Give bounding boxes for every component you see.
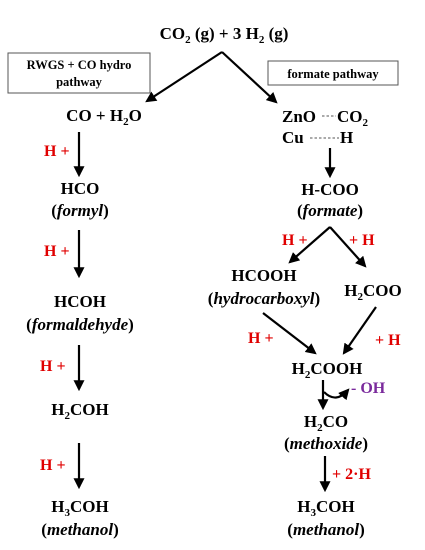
rwgs-pathway-box: RWGS + CO hydro pathway xyxy=(7,52,151,94)
reactants-label: CO2 (g) + 3 H2 (g) xyxy=(160,24,289,46)
left-methanol-name: (methanol) xyxy=(41,520,118,539)
rwgs-pathway-label-line2: pathway xyxy=(56,75,103,89)
methoxide-name: (methoxide) xyxy=(284,434,368,453)
split-arrow-right xyxy=(221,51,278,104)
final-reagent: + 2·H xyxy=(332,466,371,483)
h2cooh-label: H2COOH xyxy=(292,359,363,381)
branch-left-reagent: H + xyxy=(282,232,308,249)
hydrocarboxyl-formula: HCOOH xyxy=(231,266,296,285)
right-methanol-name: (methanol) xyxy=(287,520,364,539)
formate-pathway-box: formate pathway xyxy=(267,60,399,86)
right-methanol-formula: H3COH xyxy=(297,497,354,519)
formate-name: (formate) xyxy=(297,201,363,220)
oh-elimination-curved-arrow xyxy=(323,388,350,401)
formaldehyde-formula: HCOH xyxy=(54,292,106,311)
merge-arrow-left xyxy=(262,312,317,355)
left-step4-reagent: H + xyxy=(40,457,66,474)
cu-label: Cu xyxy=(282,128,304,147)
zno-label: ZnO xyxy=(282,107,316,126)
left-step2-reagent: H + xyxy=(44,243,70,260)
merge-left-reagent: H + xyxy=(248,330,274,347)
hydrocarboxyl-name: (hydrocarboxyl) xyxy=(208,289,320,308)
merge-right-reagent: + H xyxy=(375,332,401,349)
adsorbed-co2-label: CO2 xyxy=(337,107,369,129)
oh-elimination-label: - OH xyxy=(351,380,386,397)
methoxide-formula: H2CO xyxy=(304,412,348,434)
formyl-formula: HCO xyxy=(61,179,100,198)
formate-formula: H-COO xyxy=(301,180,359,199)
co-h2o-label: CO + H2O xyxy=(66,106,142,128)
branch-arrow-left xyxy=(288,226,331,264)
h2coo-label: H2COO xyxy=(344,281,401,303)
branch-right-reagent: + H xyxy=(349,232,375,249)
h2coh-label: H2COH xyxy=(51,400,108,422)
branch-arrow-right xyxy=(329,226,367,268)
rwgs-pathway-label-line1: RWGS + CO hydro xyxy=(27,58,132,72)
left-step3-reagent: H + xyxy=(40,358,66,375)
left-step1-reagent: H + xyxy=(44,143,70,160)
formaldehyde-name: (formaldehyde) xyxy=(26,315,134,334)
formyl-name: (formyl) xyxy=(51,201,109,220)
adsorbed-h-label: H xyxy=(340,128,353,147)
left-methanol-formula: H3COH xyxy=(51,497,108,519)
split-arrow-left xyxy=(145,51,223,103)
formate-pathway-label: formate pathway xyxy=(287,67,379,81)
merge-arrow-right xyxy=(342,306,377,355)
